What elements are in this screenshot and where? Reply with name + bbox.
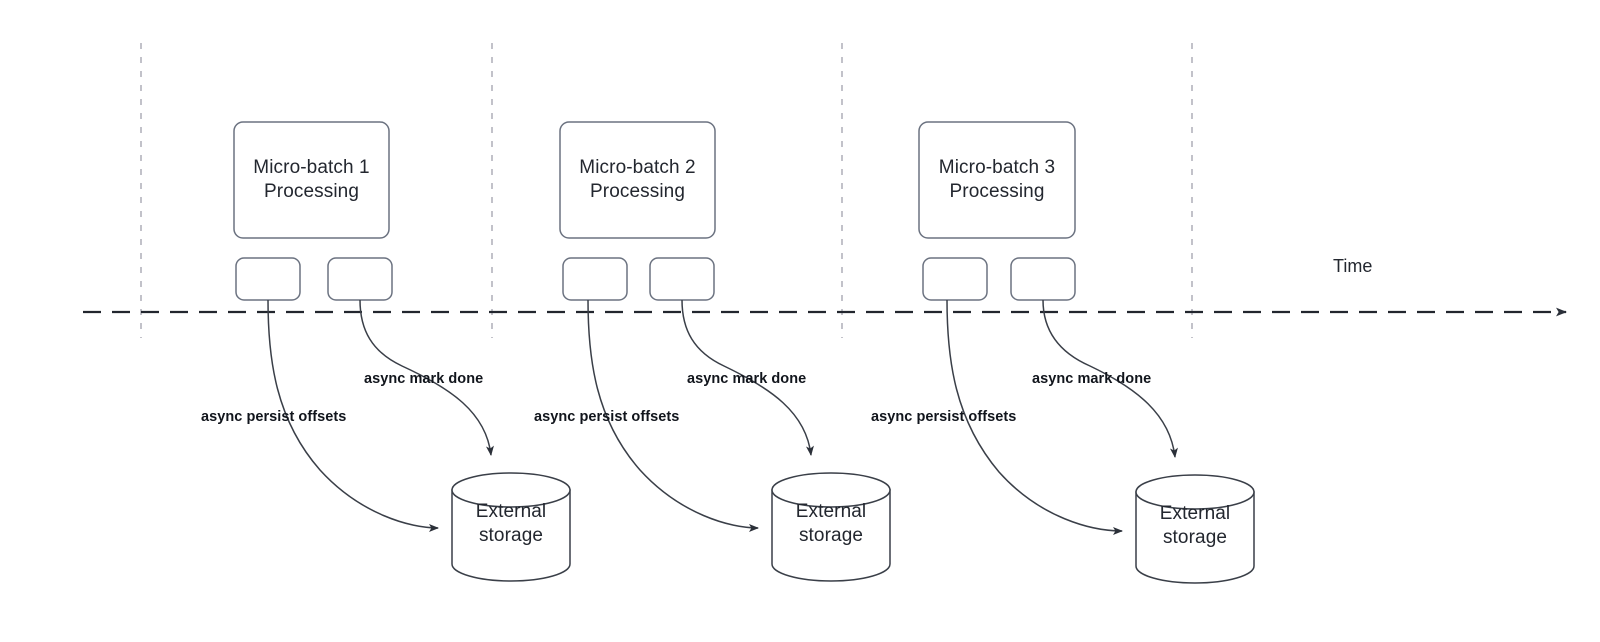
micro-batch-1-task-a[interactable] [235,257,301,301]
time-axis-label: Time [1333,256,1372,277]
time-axis-label-text: Time [1333,256,1373,276]
group-micro-batch-1 [233,121,571,582]
group-micro-batch-2 [559,121,891,582]
edge-label-persist-offsets-1: async persist offsets [201,410,346,425]
edge-label-persist-offsets-2: async persist offsets [534,410,679,425]
edge-label-mark-done-3: async mark done [1032,372,1151,387]
edge-persist-offsets-3 [946,299,1123,535]
edge-label-mark-done-1: async mark done [364,372,483,387]
edge-persist-offsets-2 [587,299,759,532]
edge-label-mark-done-3-text: async mark done [1032,371,1152,387]
group-micro-batch-3 [918,121,1255,584]
micro-batch-3-box[interactable] [918,121,1076,239]
edge-label-mark-done-1-text: async mark done [364,371,484,387]
edge-persist-offsets-1 [267,299,439,532]
edge-label-mark-done-2: async mark done [687,372,806,387]
micro-batch-2-task-b[interactable] [649,257,715,301]
micro-batch-1-task-b[interactable] [327,257,393,301]
external-storage-2[interactable] [771,472,891,582]
edge-label-persist-offsets-3-text: async persist offsets [871,409,1017,425]
edge-label-persist-offsets-2-text: async persist offsets [534,409,680,425]
external-storage-3[interactable] [1135,474,1255,584]
edge-label-persist-offsets-1-text: async persist offsets [201,409,347,425]
micro-batch-3-task-a[interactable] [922,257,988,301]
micro-batch-2-task-a[interactable] [562,257,628,301]
micro-batch-3-task-b[interactable] [1010,257,1076,301]
edge-label-mark-done-2-text: async mark done [687,371,807,387]
edge-mark-done-2 [681,299,814,456]
external-storage-1[interactable] [451,472,571,582]
edge-mark-done-3 [1042,299,1178,458]
edge-label-persist-offsets-3: async persist offsets [871,410,1016,425]
edge-mark-done-1 [359,299,494,456]
micro-batch-2-box[interactable] [559,121,716,239]
micro-batch-1-box[interactable] [233,121,390,239]
